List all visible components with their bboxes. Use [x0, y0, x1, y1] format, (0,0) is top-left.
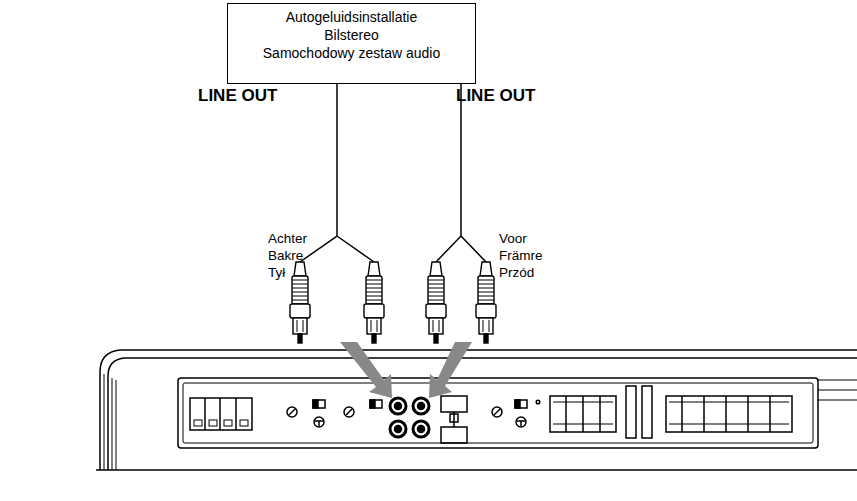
rca-cable: [300, 84, 486, 262]
amplifier: [96, 350, 857, 470]
channel-label: Voor: [499, 230, 527, 247]
channel-label: Przód: [499, 264, 534, 281]
rca-plug: [290, 262, 310, 343]
rca-plug: [364, 262, 384, 343]
device-label: Samochodowy zestaw audio: [236, 44, 467, 62]
channel-label: Tył: [268, 264, 285, 281]
connect-arrow: [340, 342, 472, 398]
channel-label: Bakre: [268, 247, 303, 264]
device-box: AutogeluidsinstallatieBilstereoSamochodo…: [227, 3, 476, 84]
device-label: Bilstereo: [236, 26, 467, 44]
channel-label: Achter: [268, 230, 307, 247]
signal-label: LINE OUT: [198, 86, 277, 106]
rca-plug: [476, 262, 496, 343]
signal-label: LINE OUT: [456, 86, 535, 106]
device-label: Autogeluidsinstallatie: [236, 8, 467, 26]
rca-plug: [426, 262, 446, 343]
channel-label: Främre: [499, 247, 543, 264]
rca-plug: [290, 262, 496, 343]
